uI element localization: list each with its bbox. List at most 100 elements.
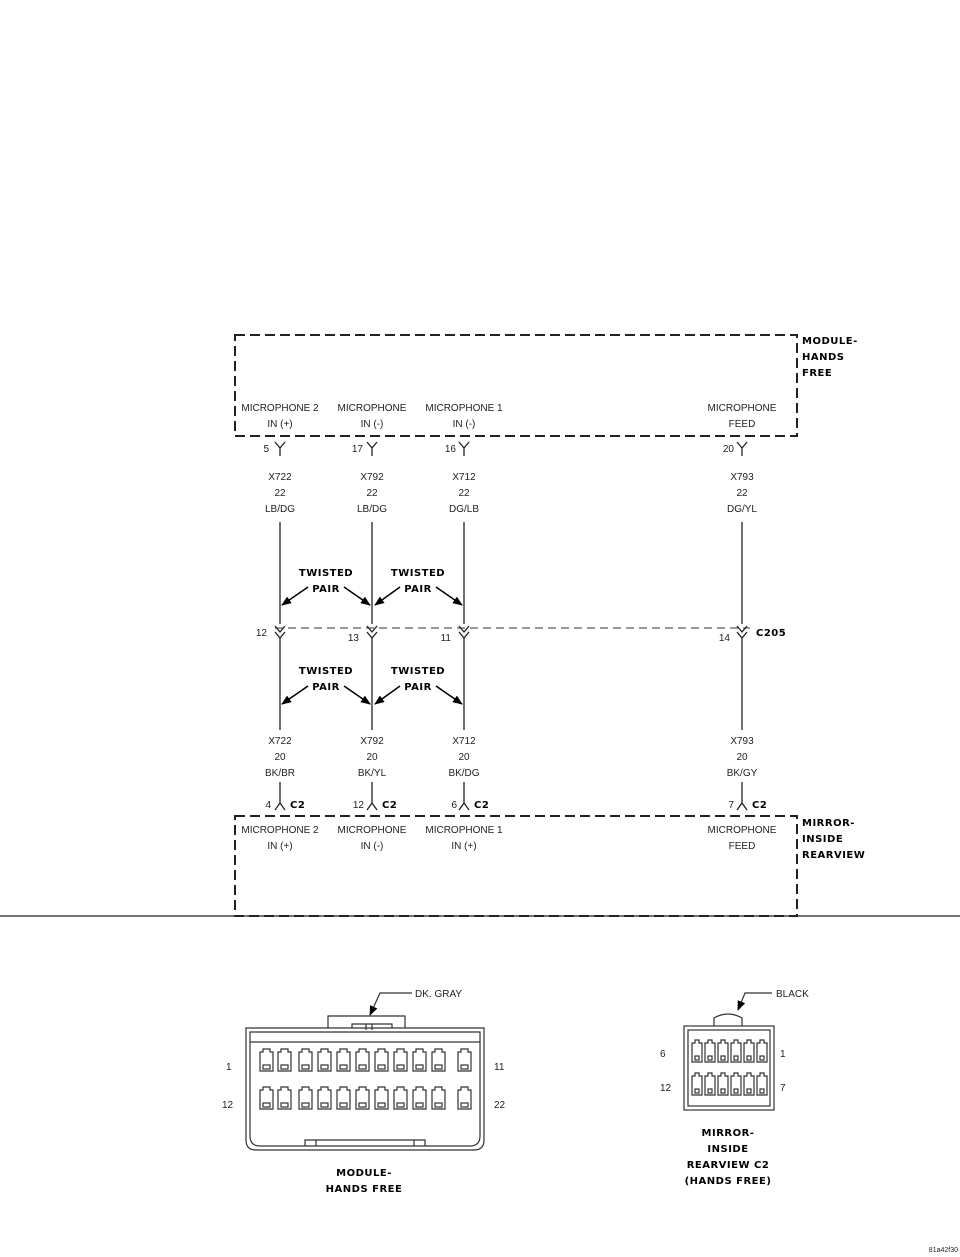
module-top-name-2: HANDS <box>802 352 844 363</box>
cavity <box>336 1048 351 1072</box>
cavity <box>431 1048 446 1072</box>
twisted-pair-label: TWISTED <box>299 568 353 579</box>
cavity-latch <box>377 1102 386 1108</box>
pin-desc: IN (+) <box>267 841 292 852</box>
pin-desc: MICROPHONE <box>338 403 407 414</box>
cavity <box>756 1072 768 1096</box>
cavity <box>756 1039 768 1063</box>
wire-color: LB/DG <box>357 504 387 515</box>
wire-color: BK/YL <box>358 768 387 779</box>
pin-desc: MICROPHONE 1 <box>425 825 503 836</box>
cavity-latch <box>707 1055 713 1061</box>
wire-gauge: 20 <box>274 752 286 763</box>
cavity <box>743 1039 755 1063</box>
cavity-latch <box>280 1102 289 1108</box>
c205-pin: 13 <box>348 633 360 644</box>
cavity <box>355 1048 370 1072</box>
c2-pin: 7 <box>728 800 734 811</box>
c2-pin: 4 <box>265 800 271 811</box>
wire-color: DG/YL <box>727 504 757 515</box>
twisted-pair-label: TWISTED <box>391 666 445 677</box>
cavity-latch <box>358 1102 367 1108</box>
pin-desc: IN (-) <box>453 419 476 430</box>
cavity-latch <box>415 1064 424 1070</box>
pin-number: 20 <box>723 444 735 455</box>
wire-gauge: 22 <box>274 488 286 499</box>
pin-desc: IN (-) <box>361 841 384 852</box>
cavity <box>457 1086 472 1110</box>
wires-upper <box>279 522 743 624</box>
cavity <box>277 1086 292 1110</box>
connector-caption: INSIDE <box>707 1144 748 1155</box>
module-bottom-name-1: MIRROR- <box>802 818 855 829</box>
module-bottom-name-2: INSIDE <box>802 834 843 845</box>
wire-id: X793 <box>730 736 754 747</box>
pin-desc: MICROPHONE <box>708 825 777 836</box>
pin-desc: MICROPHONE 2 <box>241 825 319 836</box>
cavity-latch <box>396 1102 405 1108</box>
cavity-latch <box>339 1102 348 1108</box>
c2-label: C2 <box>290 800 305 811</box>
twisted-pair-label: TWISTED <box>299 666 353 677</box>
wire-id: X712 <box>452 736 476 747</box>
wire-gauge: 22 <box>366 488 378 499</box>
cavity <box>691 1072 703 1096</box>
cavity <box>298 1086 313 1110</box>
twisted-pair-arrows-upper <box>281 586 463 606</box>
cavity-latch <box>460 1064 469 1070</box>
cavity <box>336 1086 351 1110</box>
cavity-latch <box>720 1088 726 1094</box>
connector-pin-label: 12 <box>222 1100 234 1111</box>
cavity <box>317 1086 332 1110</box>
connector-pin-label: 1 <box>226 1062 232 1073</box>
cavity-latch <box>301 1064 310 1070</box>
cavity <box>717 1072 729 1096</box>
connector-pin-label: 11 <box>494 1062 505 1073</box>
cavity-latch <box>301 1102 310 1108</box>
twisted-pair-label: PAIR <box>312 682 340 693</box>
c2-label: C2 <box>382 800 397 811</box>
twisted-pair-label: TWISTED <box>391 568 445 579</box>
top-pin-descriptions: MICROPHONE 2 IN (+) MICROPHONE IN (-) MI… <box>241 403 776 430</box>
cavity <box>259 1086 274 1110</box>
cavity <box>691 1039 703 1063</box>
twisted-pair-label: PAIR <box>404 584 432 595</box>
c205-pin: 14 <box>719 633 731 644</box>
c205-pin: 11 <box>441 633 452 644</box>
cavity <box>412 1086 427 1110</box>
cavity <box>393 1048 408 1072</box>
c2-pin: 6 <box>451 800 457 811</box>
cavity <box>393 1086 408 1110</box>
cavity <box>259 1048 274 1072</box>
figure-id: 81a42f30 <box>929 1247 958 1254</box>
connector-caption: (HANDS FREE) <box>685 1176 772 1187</box>
pin-desc: MICROPHONE <box>708 403 777 414</box>
wire-id: X722 <box>268 472 292 483</box>
cavity-latch <box>746 1055 752 1061</box>
wire-gauge: 22 <box>736 488 748 499</box>
wires-bottom <box>279 782 743 800</box>
wire-color: BK/DG <box>448 768 479 779</box>
pin-number: 16 <box>445 444 457 455</box>
wires-lower <box>279 638 743 730</box>
connector-pin-label: 6 <box>660 1049 666 1060</box>
cavity <box>374 1086 389 1110</box>
connector-caption: MIRROR- <box>702 1128 755 1139</box>
twisted-pair-label: PAIR <box>312 584 340 595</box>
cavity <box>457 1048 472 1072</box>
connector-pin-label: 12 <box>660 1083 672 1094</box>
cavity-latch <box>733 1055 739 1061</box>
cavity <box>298 1048 313 1072</box>
cavity <box>743 1072 755 1096</box>
c2-terminals <box>274 800 748 811</box>
cavity-latch <box>262 1102 271 1108</box>
cavity <box>317 1048 332 1072</box>
cavity <box>730 1072 742 1096</box>
hands-free-cavities <box>259 1048 472 1110</box>
c2-label: C2 <box>474 800 489 811</box>
connector-caption: MODULE- <box>336 1168 392 1179</box>
module-hands-free-box <box>234 334 798 437</box>
cavity <box>374 1048 389 1072</box>
cavity-latch <box>339 1064 348 1070</box>
